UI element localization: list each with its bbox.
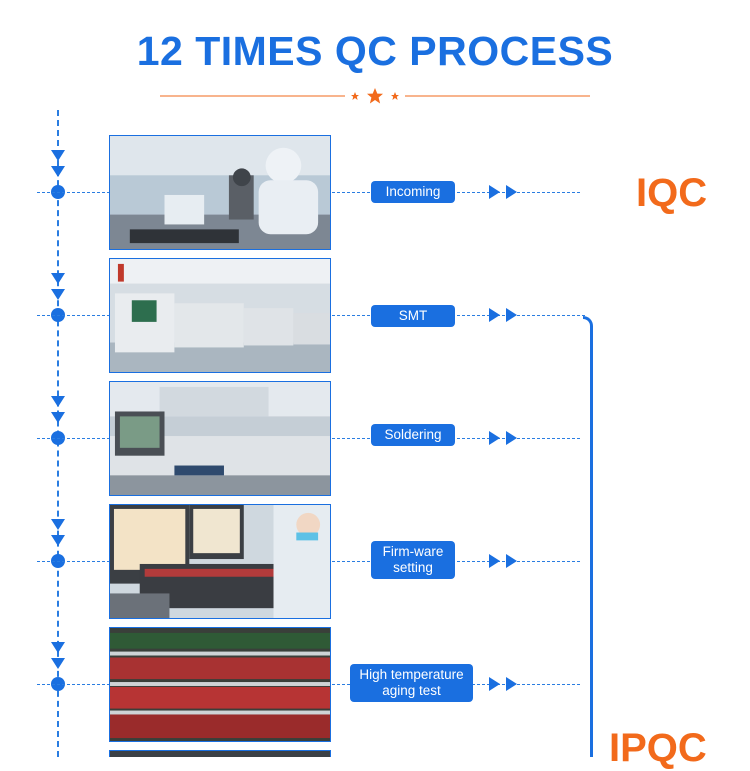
play-arrow-icon (489, 554, 500, 568)
next-stage-photo (109, 750, 331, 757)
play-arrow-icon (489, 677, 500, 691)
arrow-down-icon (51, 535, 65, 546)
ipqc-bracket (583, 316, 593, 757)
stage-label-aging-test: High temperature aging test (351, 665, 472, 701)
lab-microscope-photo (109, 135, 331, 250)
arrow-down-icon (51, 658, 65, 669)
reflow-oven-photo (109, 381, 331, 496)
arrow-down-icon (51, 396, 65, 407)
play-arrow-icon (489, 308, 500, 322)
smt-line-photo (109, 258, 331, 373)
aging-rack-photo (109, 627, 331, 742)
play-arrow-icon (489, 431, 500, 445)
arrow-down-icon (51, 642, 65, 653)
play-arrow-icon (489, 185, 500, 199)
stage-label-firmware: Firm-ware setting (372, 542, 454, 578)
page-title: 12 TIMES QC PROCESS (136, 28, 614, 74)
small-star-icon (351, 92, 359, 100)
phase-label-ipqc: IPQC (609, 726, 707, 770)
title-divider (160, 88, 590, 104)
stage-label-soldering: Soldering (372, 425, 454, 445)
play-arrow-icon (506, 308, 517, 322)
arrow-down-icon (51, 412, 65, 423)
phase-label-iqc: IQC (636, 171, 708, 215)
arrow-down-icon (51, 150, 65, 161)
play-arrow-icon (506, 554, 517, 568)
play-arrow-icon (506, 431, 517, 445)
arrow-down-icon (51, 519, 65, 530)
stage-label-smt: SMT (372, 306, 454, 326)
arrow-down-icon (51, 289, 65, 300)
small-star-icon (391, 92, 399, 100)
play-arrow-icon (506, 185, 517, 199)
play-arrow-icon (506, 677, 517, 691)
stage-label-incoming: Incoming (372, 182, 454, 202)
arrow-down-icon (51, 166, 65, 177)
star-icon (367, 88, 383, 104)
firmware-station-photo (109, 504, 331, 619)
arrow-down-icon (51, 273, 65, 284)
